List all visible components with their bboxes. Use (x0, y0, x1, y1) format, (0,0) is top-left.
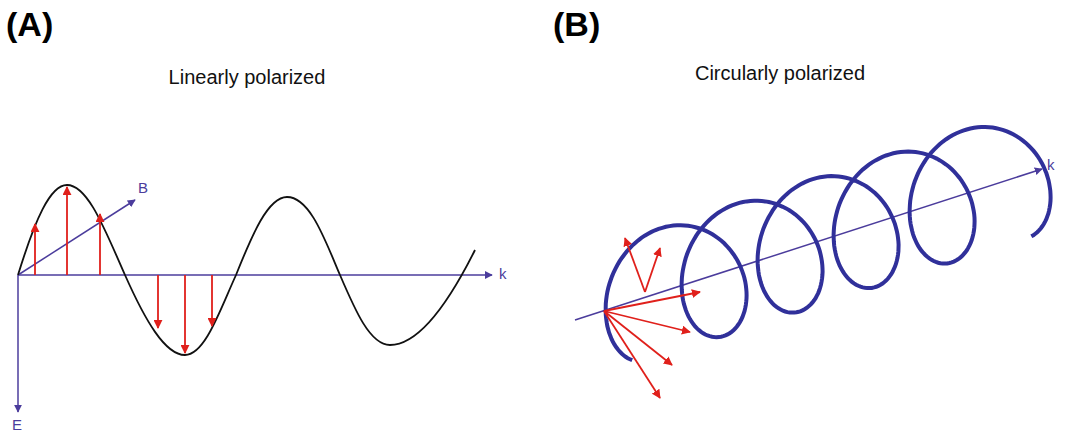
axis-label: k (499, 266, 507, 283)
sine-wave (18, 185, 475, 355)
panel-title: Linearly polarized (169, 66, 326, 88)
e-field-vectors (604, 238, 700, 398)
e-field-vectors (35, 187, 212, 353)
axis-label: E (12, 417, 22, 434)
panel-letter: (A) (6, 6, 53, 43)
axis-label: B (138, 180, 148, 197)
panel-title: Circularly polarized (695, 62, 865, 84)
panel-letter: (B) (553, 6, 600, 43)
helix (606, 127, 1051, 360)
b-axis (18, 200, 135, 275)
k-axis (18, 274, 492, 276)
axis-label: k (1047, 157, 1055, 174)
e-axis (17, 275, 19, 412)
